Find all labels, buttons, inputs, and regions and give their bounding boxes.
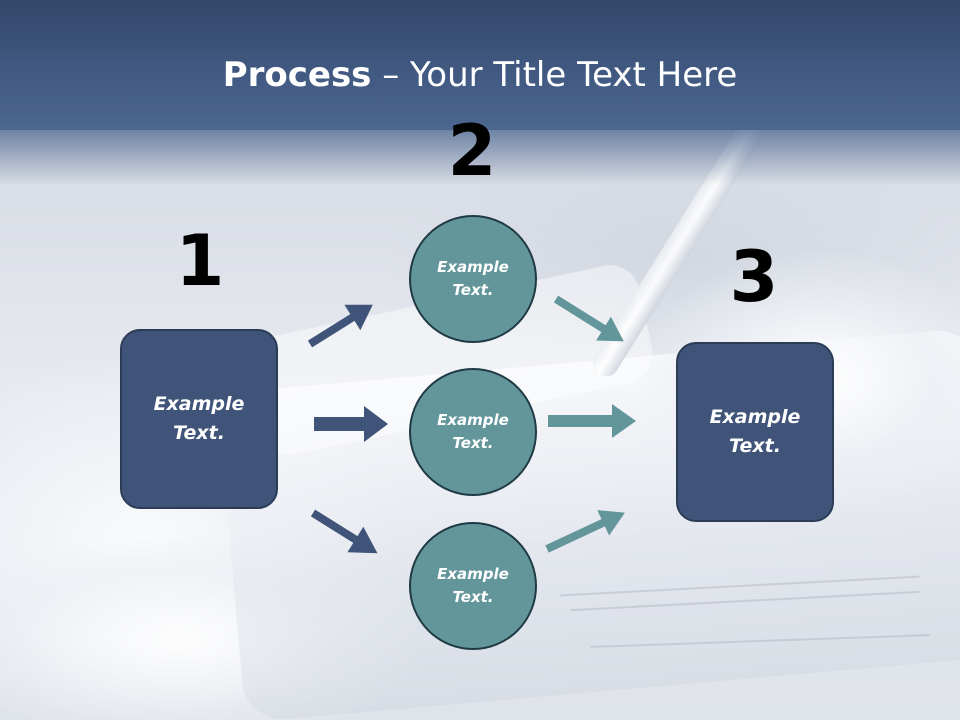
slide-title: Process – Your Title Text Here (0, 52, 960, 98)
circle-bottom-text: Example Text. (437, 565, 509, 606)
circle-top-text: Example Text. (437, 258, 509, 299)
circle-middle-text: Example Text. (437, 411, 509, 452)
step-1-box-text: Example Text. (153, 393, 245, 444)
title-rest: – Your Title Text Here (371, 55, 738, 95)
title-bold: Process (222, 55, 372, 95)
step-number-1: 1 (175, 220, 225, 302)
step-3-box: Example Text. (676, 342, 834, 522)
step-number-2: 2 (447, 110, 497, 192)
step-number-3: 3 (729, 236, 779, 318)
step-2-circle-middle: Example Text. (409, 368, 537, 496)
title-band (0, 0, 960, 185)
step-3-box-text: Example Text. (709, 406, 801, 457)
step-2-circle-bottom: Example Text. (409, 522, 537, 650)
step-2-circle-top: Example Text. (409, 215, 537, 343)
step-1-box: Example Text. (120, 329, 278, 509)
